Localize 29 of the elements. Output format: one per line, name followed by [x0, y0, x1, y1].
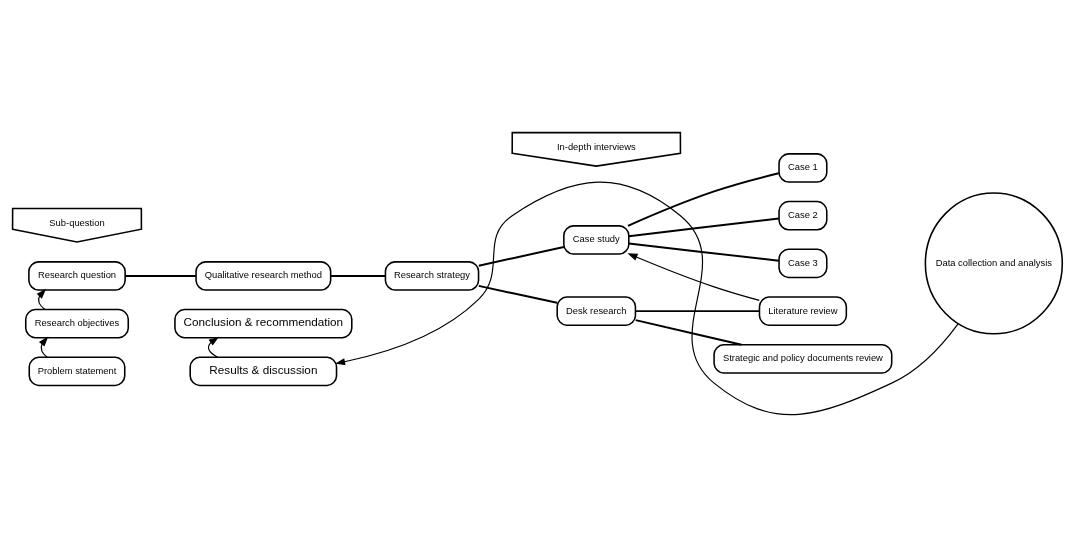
connector	[627, 242, 780, 262]
node-box: Case 3	[778, 248, 828, 278]
node-box: Research question	[28, 260, 126, 291]
node-box: Results & discussion	[189, 356, 338, 386]
connector	[477, 245, 565, 267]
connector	[329, 274, 387, 277]
arrow	[207, 336, 219, 358]
node-box: Qualitative research method	[195, 260, 332, 291]
node-circle: Data collection and analysis	[924, 191, 1064, 335]
connector	[634, 318, 743, 346]
arrow	[36, 288, 47, 310]
connector	[634, 309, 761, 312]
node-box: Research strategy	[384, 260, 480, 291]
node-box: Literature review	[758, 295, 848, 326]
connector	[124, 274, 197, 277]
arrow	[39, 335, 49, 358]
arrow	[334, 181, 959, 415]
node-box: Case study	[563, 224, 630, 255]
node-box: Desk research	[556, 295, 637, 326]
arrow	[627, 252, 760, 301]
node-box: Conclusion & recommendation	[174, 308, 353, 339]
node-box: Research objectives	[24, 308, 130, 339]
node-box: Case 1	[778, 152, 828, 183]
connector	[626, 171, 780, 227]
node-box: Case 2	[778, 200, 828, 231]
node-box: Problem statement	[28, 356, 126, 386]
connector	[477, 284, 559, 304]
node-box: Strategic and policy documents review	[713, 343, 893, 374]
connector	[627, 216, 780, 237]
